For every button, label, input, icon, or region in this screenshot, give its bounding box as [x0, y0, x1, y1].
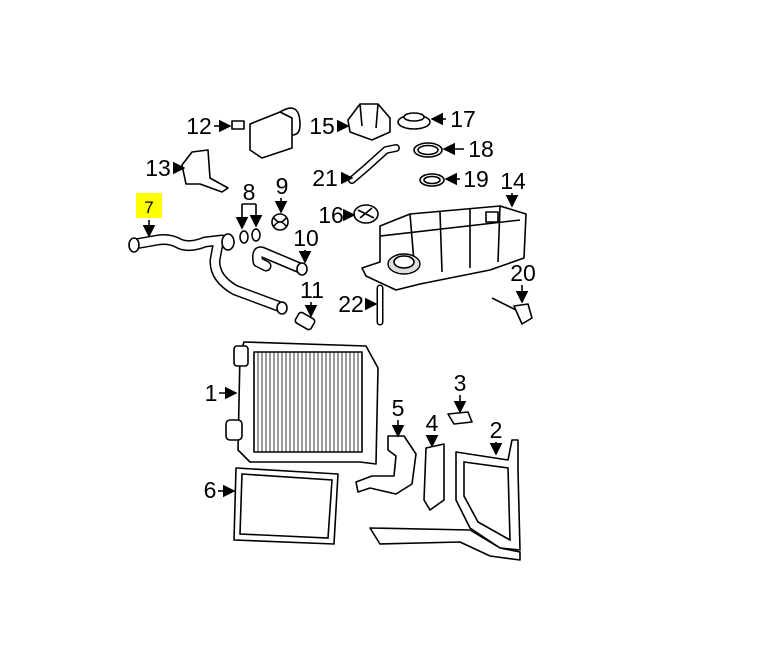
callout-14[interactable]: 14 [500, 168, 526, 194]
callout-16[interactable]: 16 [318, 202, 344, 228]
part-4-bracket[interactable] [423, 443, 445, 511]
part-10-hose[interactable] [252, 246, 308, 276]
callout-15[interactable]: 15 [309, 113, 335, 139]
callout-1[interactable]: 1 [205, 380, 218, 406]
part-9-plug[interactable] [271, 213, 289, 231]
part-14-reservoir[interactable] [361, 205, 527, 291]
part-3-clip[interactable] [447, 411, 473, 425]
callout-13[interactable]: 13 [145, 155, 171, 181]
callout-12[interactable]: 12 [186, 113, 212, 139]
callout-20[interactable]: 20 [510, 260, 536, 286]
callout-3[interactable]: 3 [454, 370, 467, 396]
part-1-radiator[interactable] [225, 341, 379, 465]
callout-labels: 7 8 9 10 11 12 13 15 17 18 21 19 14 16 2… [144, 106, 536, 503]
callout-7-highlight [136, 193, 162, 218]
callout-11[interactable]: 11 [300, 277, 324, 303]
part-19-seal[interactable] [419, 173, 445, 187]
callout-8[interactable]: 8 [243, 179, 256, 205]
callout-21[interactable]: 21 [312, 165, 338, 191]
callout-18[interactable]: 18 [468, 136, 494, 162]
part-18-gasket[interactable] [413, 142, 443, 158]
part-8-o-rings[interactable] [239, 228, 261, 244]
part-7-hose[interactable] [128, 233, 288, 315]
callout-10[interactable]: 10 [293, 225, 319, 251]
part-5-bracket[interactable] [355, 435, 417, 495]
part-17-cap[interactable] [397, 112, 431, 130]
leader-lines [142, 112, 529, 498]
callout-6[interactable]: 6 [204, 477, 217, 503]
callout-9[interactable]: 9 [276, 173, 289, 199]
callout-22[interactable]: 22 [338, 291, 364, 317]
part-15-mount[interactable] [347, 103, 391, 141]
part-6-frame[interactable] [233, 467, 339, 545]
part-21-hose[interactable] [348, 144, 400, 184]
callout-17[interactable]: 17 [450, 106, 476, 132]
part-13-bracket[interactable] [181, 149, 229, 193]
callout-19[interactable]: 19 [463, 166, 489, 192]
callout-5[interactable]: 5 [392, 395, 405, 421]
part-16-cap[interactable] [353, 204, 379, 224]
part-20-sensor[interactable] [491, 297, 533, 325]
part-12-sensor[interactable] [231, 107, 301, 159]
callout-2[interactable]: 2 [490, 417, 503, 443]
part-11-fitting[interactable] [294, 311, 316, 331]
part-2-shroud[interactable] [369, 439, 521, 561]
callout-7[interactable]: 7 [144, 198, 153, 217]
callout-4[interactable]: 4 [426, 410, 439, 436]
